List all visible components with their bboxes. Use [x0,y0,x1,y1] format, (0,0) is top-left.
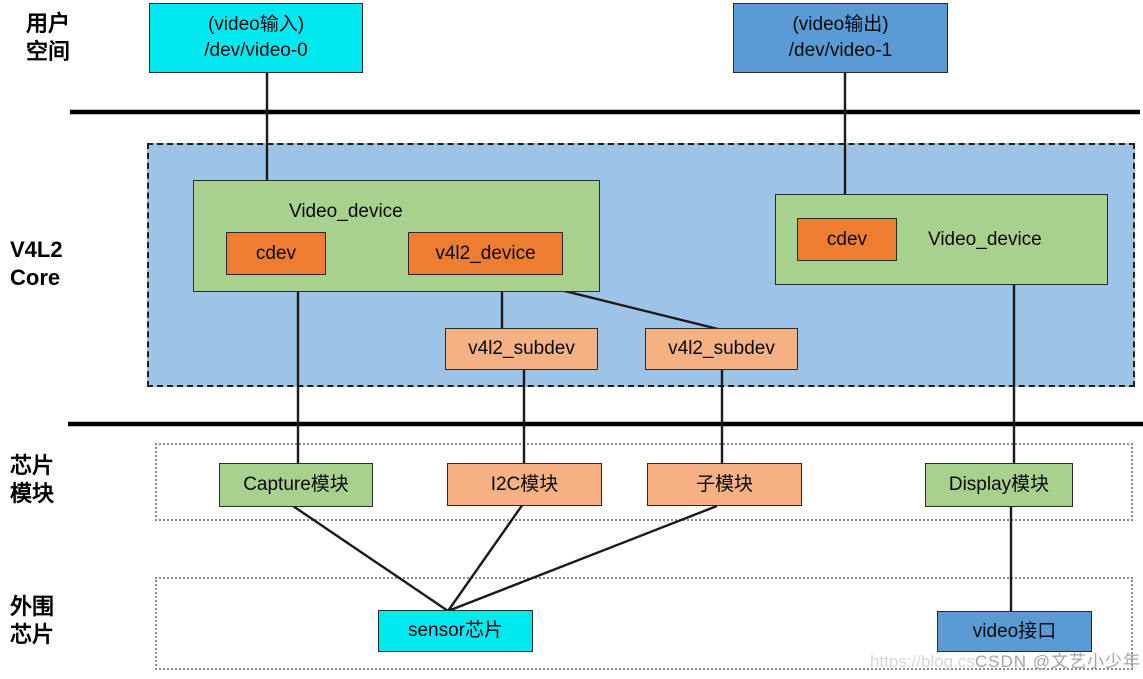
csdn-watermark: https://blog.csCSDN @文艺小少年 [870,647,1141,672]
node-i2c-module: I2C模块 [447,463,602,506]
node-video-output: (video输出) /dev/video-1 [733,3,948,73]
node-v4l2-subdev-left: v4l2_subdev [445,328,598,370]
node-sub-module-label: 子模块 [695,473,753,495]
node-v4l2-device-label: v4l2_device [435,242,536,264]
node-sub-module: 子模块 [647,463,802,506]
node-video-input: (video输入) /dev/video-0 [149,3,363,73]
node-video-output-caption: (video输出) [792,14,889,35]
label-peripheral-chip-line1: 外围 [10,594,55,619]
node-cdev-left: cdev [226,232,326,275]
node-cdev-left-label: cdev [255,242,297,264]
label-v4l2-core-line2: Core [10,265,61,290]
label-user-space: 用户空间 [26,10,70,66]
label-v4l2-core-line1: V4L2 [10,237,63,262]
label-peripheral-chip: 外围芯片 [10,593,54,649]
node-video-input-caption: (video输入) [207,14,305,35]
watermark-url-text: https://blog.cs [869,652,975,671]
node-video-output-path: /dev/video-1 [788,40,893,61]
label-chip-module-line1: 芯片 [10,453,55,478]
node-video-interface: video接口 [937,611,1092,652]
node-sensor-chip-label: sensor芯片 [407,620,504,641]
node-sensor-chip: sensor芯片 [378,610,533,652]
node-i2c-module-label: I2C模块 [490,473,559,495]
watermark-main-text: CSDN @文艺小少年 [974,652,1141,671]
node-display-module-label: Display模块 [948,474,1050,495]
node-cdev-right-label: cdev [826,228,868,250]
label-peripheral-chip-line2: 芯片 [10,622,55,647]
node-v4l2-subdev-right: v4l2_subdev [645,328,798,370]
label-user-space-line2: 空间 [26,39,71,64]
node-video-interface-label: video接口 [972,620,1057,642]
label-chip-module-line2: 模块 [10,481,55,506]
node-capture-module-label: Capture模块 [243,474,349,495]
node-video-device-left-label: Video_device [289,201,403,222]
label-chip-module: 芯片模块 [10,452,54,508]
node-cdev-right: cdev [797,218,897,261]
node-video-input-path: /dev/video-0 [204,40,308,61]
node-v4l2-device: v4l2_device [408,232,563,275]
node-display-module: Display模块 [925,463,1073,507]
node-v4l2-subdev-right-label: v4l2_subdev [668,338,775,359]
node-video-device-right-label: Video_device [928,229,1042,250]
node-v4l2-subdev-left-label: v4l2_subdev [468,338,575,359]
node-capture-module: Capture模块 [219,463,373,507]
label-user-space-line1: 用户 [26,11,71,36]
